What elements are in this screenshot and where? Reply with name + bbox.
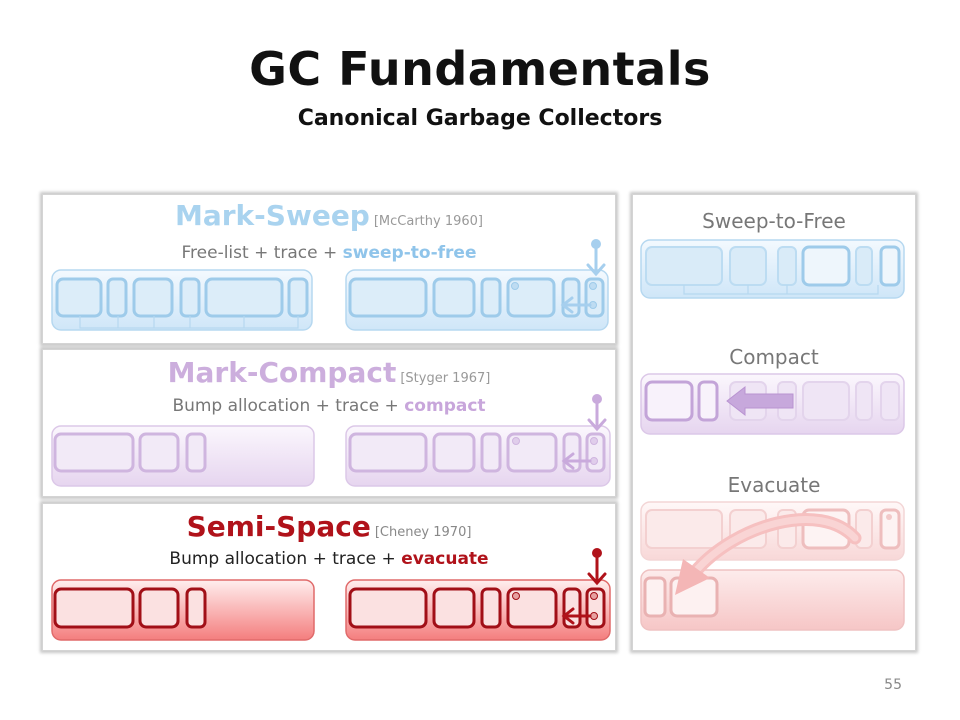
mark-compact-description: Bump allocation + trace + compact	[43, 396, 615, 416]
mark-compact-keyword: compact	[404, 396, 486, 416]
mark-sweep-name: Mark-Sweep	[174, 199, 370, 232]
mark-sweep-arrow-left-icon	[560, 296, 592, 314]
page-number: 55	[884, 677, 902, 693]
semi-space-title: Semi-Space[Cheney 1970]	[43, 510, 615, 543]
mark-sweep-citation: [McCarthy 1960]	[373, 214, 484, 229]
mark-sweep-heap	[51, 269, 609, 331]
evacuate-to-space	[640, 569, 905, 631]
compact-label: Compact	[729, 345, 819, 369]
slide-subtitle: Canonical Garbage Collectors	[297, 106, 663, 131]
mark-sweep-arrow-down-icon	[586, 239, 606, 277]
sweep-to-free-label: Sweep-to-Free	[702, 209, 846, 233]
mark-compact-title: Mark-Compact[Styger 1967]	[43, 356, 615, 389]
semi-space-name: Semi-Space	[186, 510, 371, 543]
semi-space-arrow-down-icon	[587, 548, 607, 586]
compact-arrow-left-icon	[726, 385, 794, 417]
mark-sweep-keyword: sweep-to-free	[342, 243, 477, 263]
mark-sweep-title: Mark-Sweep[McCarthy 1960]	[43, 199, 615, 232]
mark-compact-arrow-down-icon	[587, 394, 607, 432]
semi-space-citation: [Cheney 1970]	[374, 525, 472, 540]
mark-sweep-description: Free-list + trace + sweep-to-free	[43, 243, 615, 263]
semi-space-arrow-left-icon	[561, 607, 592, 625]
mark-sweep-description-prefix: Free-list + trace +	[181, 243, 343, 263]
mark-compact-description-prefix: Bump allocation + trace +	[172, 396, 405, 416]
semi-space-heap	[51, 579, 611, 641]
semi-space-description: Bump allocation + trace + evacuate	[43, 549, 615, 569]
evacuate-from-space	[640, 501, 905, 561]
evacuate-label: Evacuate	[727, 473, 821, 497]
mark-compact-heap	[51, 425, 611, 487]
mark-compact-citation: [Styger 1967]	[400, 371, 491, 386]
semi-space-keyword: evacuate	[401, 549, 489, 569]
semi-space-description-prefix: Bump allocation + trace +	[169, 549, 402, 569]
mark-compact-arrow-left-icon	[561, 452, 592, 470]
sweep-to-free-heap	[640, 239, 905, 299]
evacuate-curved-arrow-icon	[675, 512, 862, 595]
mark-compact-name: Mark-Compact	[167, 356, 397, 389]
slide-title: GC Fundamentals	[249, 42, 711, 96]
